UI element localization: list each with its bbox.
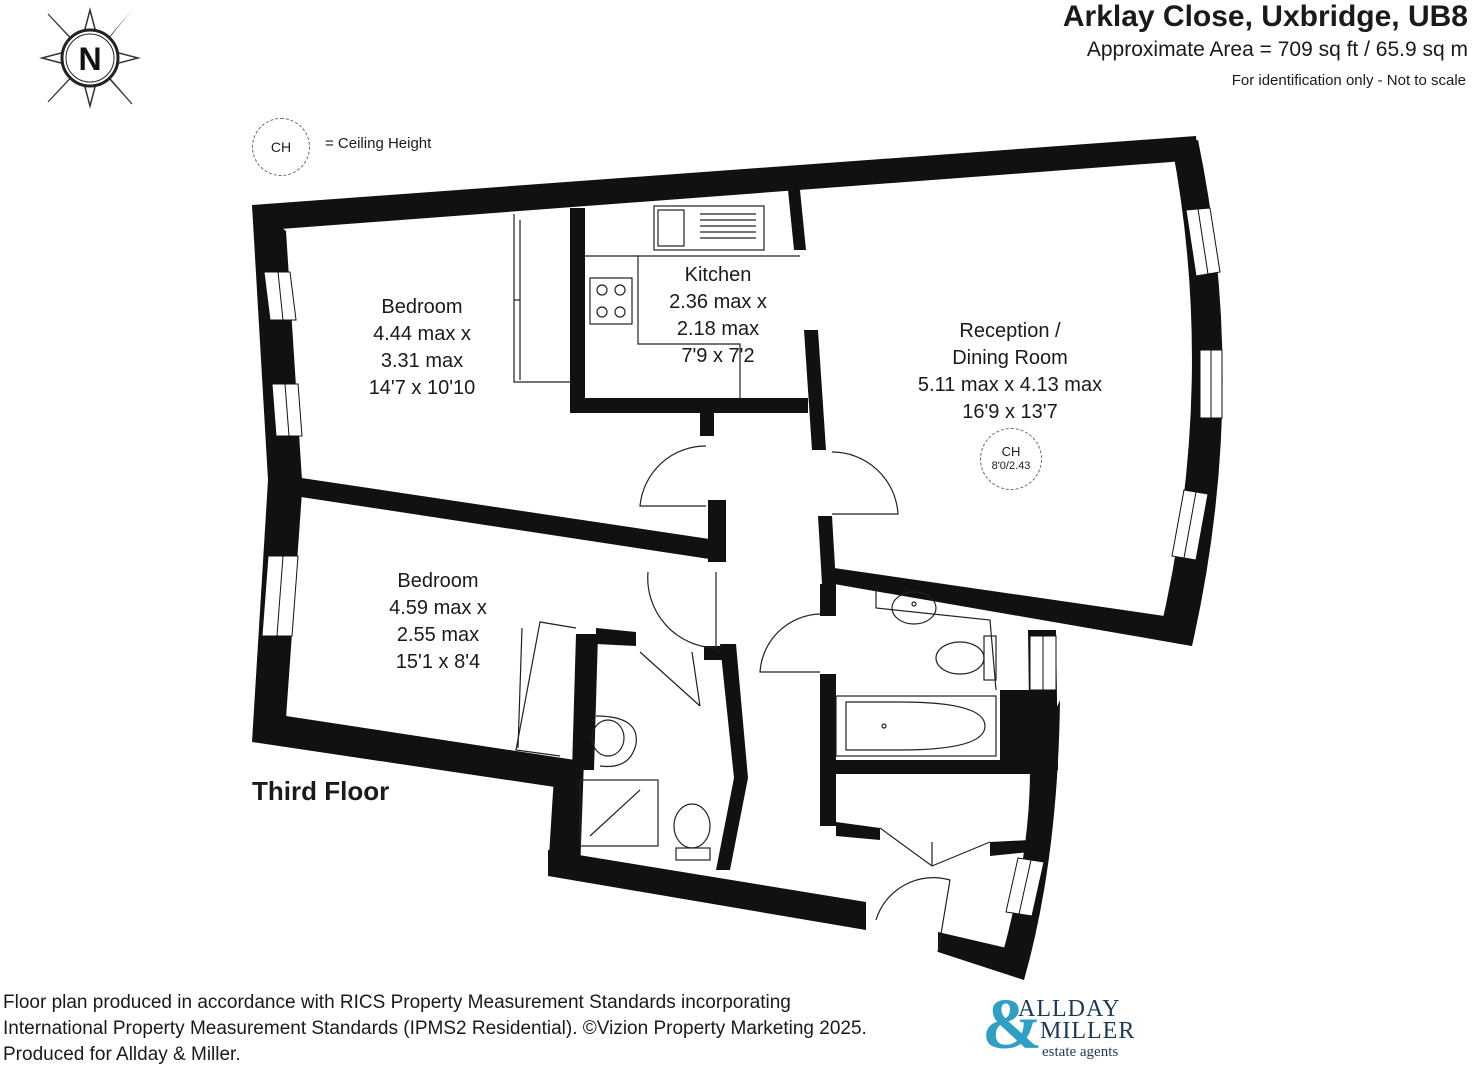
reception-dims: 5.11 max x 4.13 max	[917, 374, 1103, 396]
bedroom-1-dims-2: 3.31 max	[380, 350, 464, 372]
kitchen-imperial: 7'9 x 7'2	[681, 345, 755, 367]
bedroom-2-name: Bedroom	[397, 570, 479, 592]
logo-word-miller: MILLER	[1040, 1018, 1136, 1044]
property-title: Arklay Close, Uxbridge, UB8	[1062, 0, 1468, 33]
reception-imperial: 16'9 x 13'7	[962, 401, 1058, 423]
bedroom-1-dims-1: 4.44 max x	[373, 323, 471, 345]
footer-line-3: Produced for Allday & Miller.	[3, 1044, 241, 1065]
windows	[261, 207, 1223, 917]
logo-tagline: estate agents	[1042, 1044, 1119, 1060]
logo-ampersand: &	[982, 984, 1042, 1064]
ceiling-height-legend-text: = Ceiling Height	[325, 135, 432, 152]
room-label-bedroom-2: Bedroom 4.59 max x 2.55 max 15'1 x 8'4	[389, 568, 487, 676]
kitchen-name: Kitchen	[684, 264, 752, 286]
room-label-reception: Reception / Dining Room 5.11 max x 4.13 …	[918, 318, 1102, 426]
logo-word-allday: ALLDAY	[1018, 996, 1121, 1022]
bedroom-1-name: Bedroom	[381, 296, 463, 318]
identification-note: For identification only - Not to scale	[1231, 72, 1466, 89]
footer-line-1: Floor plan produced in accordance with R…	[3, 992, 791, 1013]
kitchen-dims-1: 2.36 max x	[669, 291, 767, 313]
reception-name-1: Reception /	[959, 320, 1061, 342]
footer-disclaimer: Floor plan produced in accordance with R…	[3, 990, 867, 1068]
bedroom-2-dims-2: 2.55 max	[396, 624, 480, 646]
floor-label: Third Floor	[252, 776, 390, 806]
bedroom-1-imperial: 14'7 x 10'10	[368, 377, 476, 399]
room-label-kitchen: Kitchen 2.36 max x 2.18 max 7'9 x 7'2	[669, 262, 767, 370]
reception-name-2: Dining Room	[952, 347, 1068, 369]
room-label-bedroom-1: Bedroom 4.44 max x 3.31 max 14'7 x 10'10	[369, 294, 476, 402]
ceiling-height-label: CH	[1001, 444, 1021, 459]
agent-logo: & ALLDAY MILLER estate agents	[982, 984, 1142, 1064]
compass-icon	[39, 7, 141, 109]
ceiling-height-value: 8'0/2.43	[991, 460, 1031, 472]
compass-north-letter: N	[78, 41, 101, 77]
ceiling-height-marker: CH 8'0/2.43	[980, 428, 1042, 490]
fixtures	[513, 205, 997, 953]
approximate-area: Approximate Area = 709 sq ft / 65.9 sq m	[1086, 38, 1468, 61]
bedroom-2-dims-1: 4.59 max x	[389, 597, 487, 619]
footer-line-2: International Property Measurement Stand…	[3, 1018, 867, 1039]
ceiling-height-legend-symbol: CH	[252, 118, 310, 176]
bedroom-2-imperial: 15'1 x 8'4	[395, 651, 481, 673]
kitchen-dims-2: 2.18 max	[676, 318, 760, 340]
